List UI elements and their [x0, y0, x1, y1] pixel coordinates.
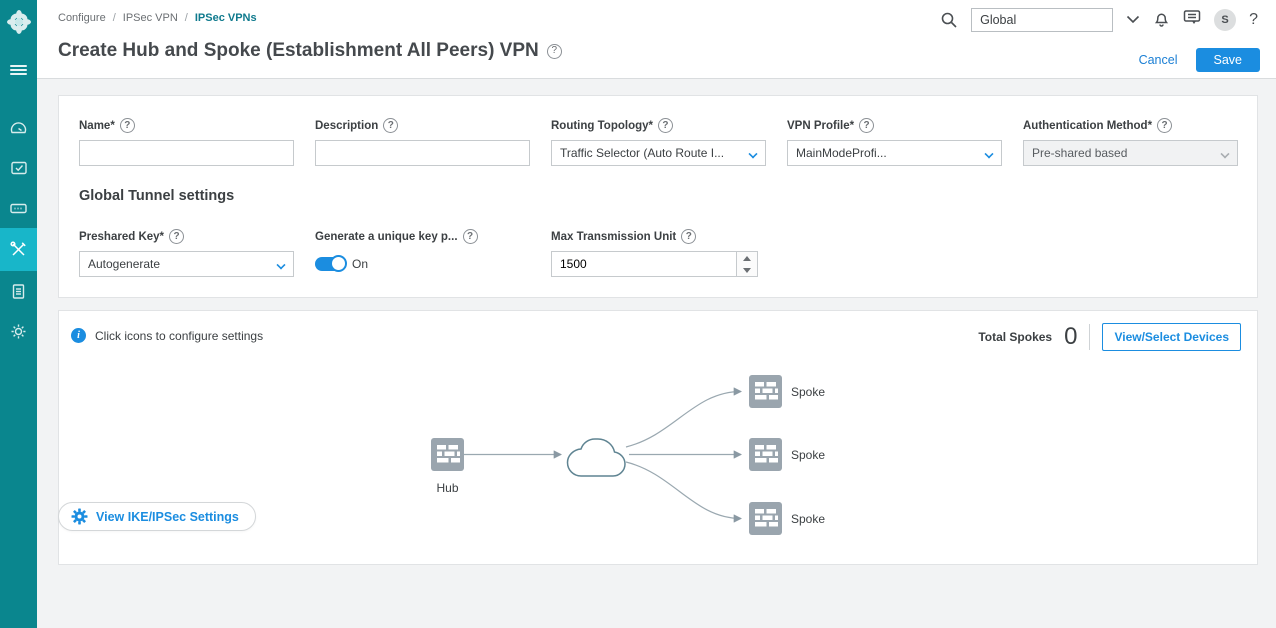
- description-help-icon[interactable]: ?: [383, 118, 399, 133]
- flower-logo-icon: [6, 10, 31, 34]
- chevron-down-icon: [748, 149, 758, 159]
- topology-diagram: Hub Spoke Spoke Spoke: [431, 375, 825, 535]
- auth-method-label: Authentication Method* ?: [1023, 118, 1238, 133]
- mtu-increment-button[interactable]: [737, 252, 757, 264]
- gear-icon: [11, 324, 26, 338]
- mtu-help-icon[interactable]: ?: [681, 229, 697, 244]
- view-select-devices-button[interactable]: View/Select Devices: [1102, 323, 1241, 351]
- spoke-device-icon[interactable]: [749, 502, 782, 535]
- breadcrumb-ipsec-vpn[interactable]: IPSec VPN: [122, 12, 178, 24]
- cloud-to-spoke3-link: [625, 461, 743, 523]
- dashboard-gauge-icon: [10, 121, 27, 133]
- vpn-profile-select[interactable]: MainModeProfi...: [787, 140, 1002, 166]
- gear-icon: [71, 508, 88, 525]
- name-input[interactable]: [79, 140, 294, 166]
- view-ike-ipsec-settings-button[interactable]: View IKE/IPSec Settings: [58, 502, 256, 531]
- menu-toggle-button[interactable]: [0, 50, 37, 90]
- auth-method-help-icon[interactable]: ?: [1157, 118, 1173, 133]
- toggle-knob: [330, 255, 347, 272]
- device-icon: [10, 203, 27, 213]
- tools-icon: [10, 241, 26, 256]
- auth-method-select: Pre-shared based: [1023, 140, 1238, 166]
- vertical-divider: [1089, 324, 1091, 350]
- sidebar: [0, 0, 37, 628]
- vpn-profile-help-icon[interactable]: ?: [859, 118, 875, 133]
- vpn-profile-label: VPN Profile* ?: [787, 118, 1002, 133]
- search-icon[interactable]: [940, 11, 958, 29]
- breadcrumb-configure[interactable]: Configure: [58, 12, 106, 24]
- breadcrumb-separator: /: [112, 12, 116, 24]
- app-logo-icon[interactable]: [0, 2, 37, 42]
- global-tunnel-settings-title: Global Tunnel settings: [79, 188, 235, 204]
- total-spokes-value: 0: [1064, 323, 1078, 350]
- preshared-key-label: Preshared Key* ?: [79, 229, 294, 244]
- name-label: Name* ?: [79, 118, 294, 133]
- info-icon: i: [71, 328, 86, 343]
- mtu-label: Max Transmission Unit ?: [551, 229, 766, 244]
- unique-key-label: Generate a unique key p... ?: [315, 229, 530, 244]
- description-label: Description ?: [315, 118, 530, 133]
- view-ike-ipsec-settings-label: View IKE/IPSec Settings: [96, 509, 239, 524]
- toggle-state-label: On: [352, 257, 369, 271]
- help-icon[interactable]: ?: [1249, 11, 1258, 28]
- cancel-button[interactable]: Cancel: [1138, 53, 1178, 67]
- chevron-down-icon: [1220, 149, 1230, 159]
- spoke-label: Spoke: [791, 385, 825, 399]
- unique-key-help-icon[interactable]: ?: [462, 229, 478, 244]
- breadcrumb: Configure / IPSec VPN / IPSec VPNs: [58, 12, 257, 24]
- page-header: Configure / IPSec VPN / IPSec VPNs Creat…: [37, 0, 1276, 79]
- main-area: Configure / IPSec VPN / IPSec VPNs Creat…: [37, 0, 1276, 628]
- report-document-icon: [12, 283, 25, 299]
- mtu-input[interactable]: [551, 251, 737, 277]
- hamburger-icon: [10, 63, 27, 77]
- hub-device-icon[interactable]: [431, 438, 464, 471]
- preshared-key-help-icon[interactable]: ?: [169, 229, 185, 244]
- vpn-profile-value: MainModeProfi...: [796, 146, 887, 160]
- sidebar-item-dashboard[interactable]: [0, 108, 37, 148]
- breadcrumb-separator: /: [184, 12, 188, 24]
- save-button[interactable]: Save: [1195, 48, 1260, 72]
- unique-key-toggle[interactable]: [315, 255, 347, 272]
- routing-topology-label: Routing Topology* ?: [551, 118, 766, 133]
- routing-topology-value: Traffic Selector (Auto Route I...: [560, 146, 725, 160]
- sidebar-item-administration[interactable]: [0, 311, 37, 351]
- auth-method-value: Pre-shared based: [1032, 146, 1128, 160]
- name-help-icon[interactable]: ?: [119, 118, 135, 133]
- spoke-label: Spoke: [791, 512, 825, 526]
- sidebar-item-devices[interactable]: [0, 188, 37, 228]
- vpn-settings-card: Name* ? Description ? Routing Topology* …: [58, 95, 1258, 298]
- preshared-key-value: Autogenerate: [88, 257, 161, 271]
- mtu-decrement-button[interactable]: [737, 264, 757, 276]
- chevron-down-icon: [984, 149, 994, 159]
- mtu-spinner: [737, 251, 758, 277]
- sidebar-item-reports[interactable]: [0, 271, 37, 311]
- topology-card: i Click icons to configure settings Tota…: [58, 310, 1258, 565]
- breadcrumb-ipsec-vpns[interactable]: IPSec VPNs: [194, 12, 257, 24]
- spoke-device-icon[interactable]: [749, 438, 782, 471]
- cloud-to-spoke1-link: [625, 387, 743, 448]
- page-title: Create Hub and Spoke (Establishment All …: [58, 40, 539, 61]
- monitor-check-icon: [10, 161, 27, 175]
- scope-chevron-down-icon[interactable]: [1126, 11, 1140, 29]
- chevron-down-icon: [276, 260, 286, 270]
- sidebar-item-monitor[interactable]: [0, 148, 37, 188]
- feedback-chat-icon[interactable]: [1183, 9, 1201, 31]
- description-input[interactable]: [315, 140, 530, 166]
- total-spokes-label: Total Spokes: [978, 330, 1053, 344]
- spoke-label: Spoke: [791, 448, 825, 462]
- user-avatar[interactable]: S: [1214, 9, 1237, 31]
- sidebar-item-configure[interactable]: [0, 228, 37, 271]
- hub-label: Hub: [436, 481, 458, 495]
- preshared-key-select[interactable]: Autogenerate: [79, 251, 294, 277]
- topology-hint: Click icons to configure settings: [95, 328, 264, 343]
- routing-topology-help-icon[interactable]: ?: [657, 118, 673, 133]
- internet-cloud-icon: [566, 438, 626, 477]
- global-scope-input[interactable]: [971, 8, 1114, 32]
- spoke-device-icon[interactable]: [749, 375, 782, 408]
- routing-topology-select[interactable]: Traffic Selector (Auto Route I...: [551, 140, 766, 166]
- title-help-icon[interactable]: ?: [546, 43, 562, 59]
- notifications-bell-icon[interactable]: [1153, 9, 1170, 32]
